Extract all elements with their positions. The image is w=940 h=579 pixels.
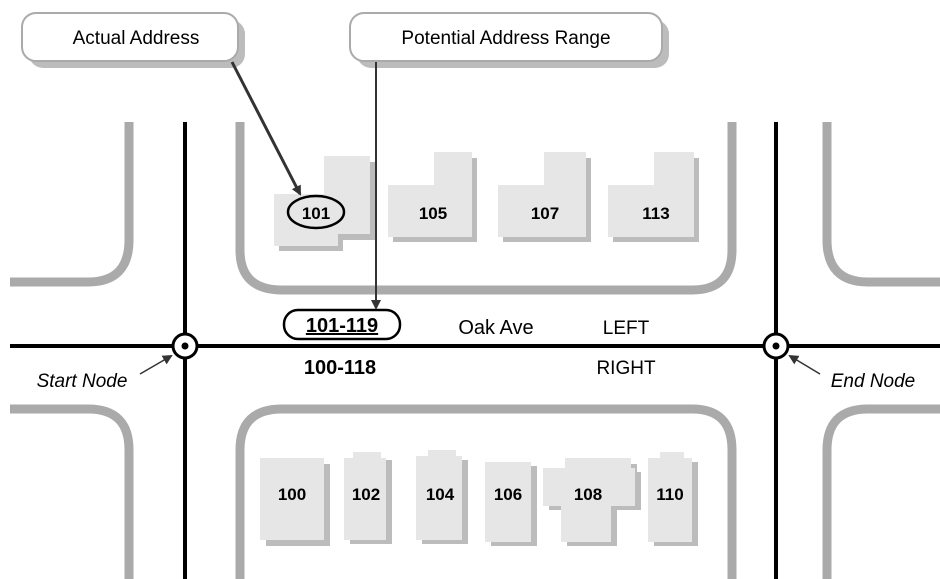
house-labels-north: 101 105 107 113 — [286, 194, 670, 230]
house-108 — [543, 458, 641, 546]
house-number-100: 100 — [278, 485, 306, 504]
actual-address-highlight — [286, 194, 346, 230]
house-number-102: 102 — [352, 485, 380, 504]
house-104 — [416, 450, 468, 544]
callout-actual-address: Actual Address — [21, 12, 245, 68]
house-number-110: 110 — [656, 485, 683, 504]
curb-south-center — [235, 404, 737, 579]
house-number-113: 113 — [642, 204, 669, 223]
house-113 — [608, 152, 699, 242]
start-node-arrow — [139, 354, 173, 375]
house-106 — [485, 462, 537, 546]
callout-potential-range: Potential Address Range — [349, 12, 669, 68]
house-number-106: 106 — [494, 485, 522, 504]
house-number-107: 107 — [531, 204, 559, 223]
house-labels-south: 100 102 104 106 108 110 — [278, 485, 684, 504]
house-number-101: 101 — [302, 204, 330, 223]
house-number-104: 104 — [426, 485, 455, 504]
curb-north-right — [822, 122, 940, 287]
houses-south — [260, 450, 698, 546]
house-number-108: 108 — [574, 485, 602, 504]
house-number-105: 105 — [419, 204, 447, 223]
street-name: Oak Ave — [458, 317, 533, 339]
end-node-label: End Node — [831, 371, 916, 392]
house-110 — [648, 452, 698, 546]
houses-north — [274, 152, 699, 251]
left-range-box — [282, 308, 402, 341]
left-side-label: LEFT — [603, 318, 650, 339]
house-102 — [344, 452, 392, 544]
curb-north-center — [235, 122, 737, 295]
house-105 — [388, 152, 477, 242]
house-107 — [498, 152, 591, 242]
end-node-marker — [762, 332, 790, 360]
start-node-label: Start Node — [37, 371, 128, 392]
curb-south-right — [822, 404, 940, 579]
right-side-label: RIGHT — [596, 358, 656, 379]
right-address-range: 100-118 — [304, 357, 376, 379]
start-node-marker — [171, 332, 199, 360]
left-address-range: 101-119 — [306, 315, 378, 337]
curb-south-left — [10, 404, 134, 579]
curbs — [10, 122, 940, 579]
end-node-arrow — [788, 354, 821, 375]
callout-potential-range-label: Potential Address Range — [401, 28, 610, 49]
curb-north-left — [10, 122, 134, 287]
house-100 — [260, 458, 330, 546]
actual-address-arrow — [230, 61, 302, 196]
callout-actual-address-label: Actual Address — [73, 28, 200, 49]
